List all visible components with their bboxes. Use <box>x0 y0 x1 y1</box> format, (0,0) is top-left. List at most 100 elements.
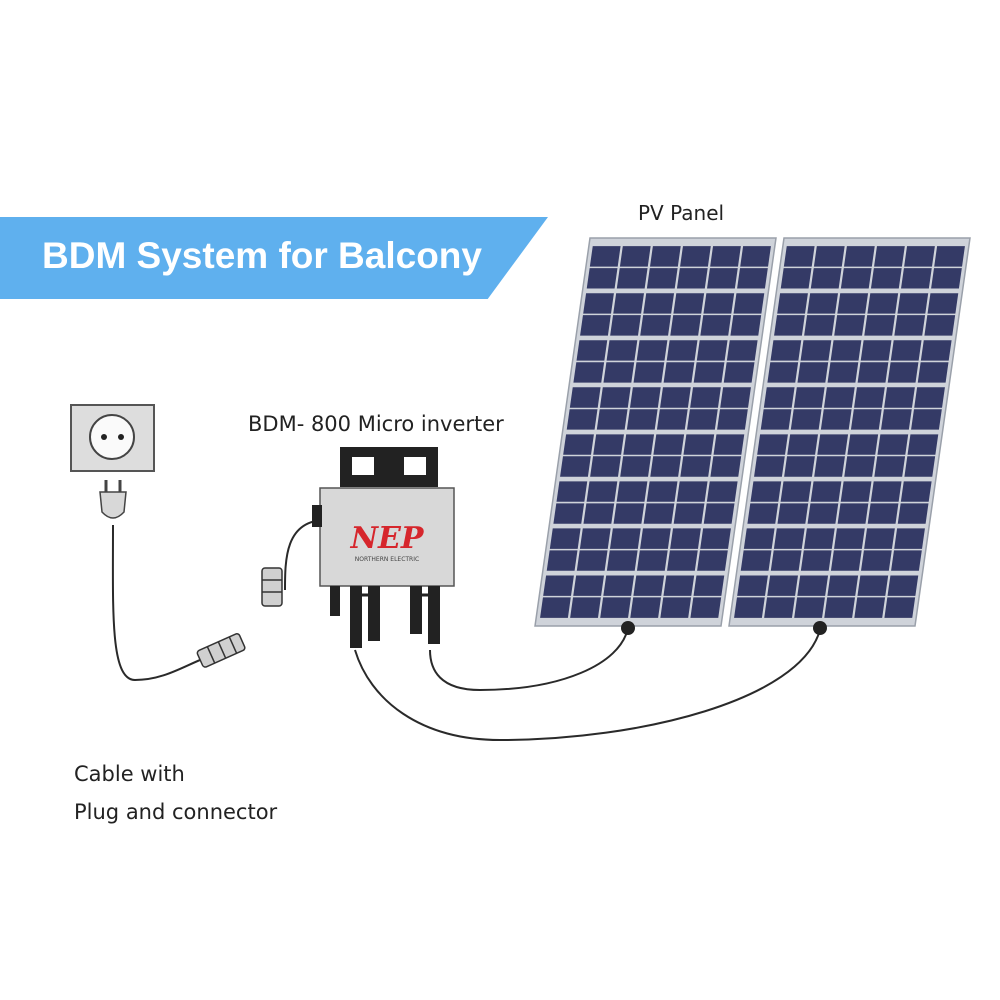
pv-cell <box>556 481 588 502</box>
pv-cell <box>636 340 668 361</box>
junction-box-right <box>813 621 827 635</box>
pv-cell <box>803 528 835 549</box>
pv-cell <box>877 434 909 455</box>
pv-cell <box>693 362 725 383</box>
pv-cell <box>917 362 949 383</box>
pv-cell <box>706 481 738 502</box>
junction-box-left <box>621 621 635 635</box>
pv-cell <box>784 456 815 477</box>
pv-cell <box>767 362 799 383</box>
pv-cell <box>891 550 922 571</box>
pv-cell <box>823 387 855 408</box>
pv-cell <box>656 409 688 430</box>
pv-cell <box>740 246 771 267</box>
pv-cell <box>540 597 571 618</box>
pv-cell <box>640 315 671 336</box>
pv-cell <box>563 434 594 455</box>
connector-icon <box>196 633 246 668</box>
pv-cell <box>589 246 621 267</box>
pv-cell <box>847 434 879 455</box>
panel-cable-right <box>354 629 821 742</box>
pv-cell <box>680 246 711 267</box>
pv-cell <box>690 597 722 618</box>
pv-cell <box>703 293 735 314</box>
pv-cell <box>636 550 668 571</box>
pv-cell <box>860 340 892 361</box>
pv-cell <box>603 575 635 596</box>
cable-label-line2: Plug and connector <box>74 800 278 824</box>
pv-cell <box>676 481 708 502</box>
panel-cable-left <box>429 627 629 692</box>
pv-cell <box>773 528 805 549</box>
pv-cell <box>750 481 782 502</box>
pv-cell <box>697 550 728 571</box>
pv-cell <box>633 362 665 383</box>
wall-socket-icon <box>70 404 155 472</box>
pv-cell <box>814 456 845 477</box>
pv-cell <box>754 456 785 477</box>
pv-cell <box>931 268 962 289</box>
pv-cell <box>830 340 862 361</box>
pv-cell <box>840 268 872 289</box>
pv-cell <box>743 528 775 549</box>
pv-cell <box>620 456 651 477</box>
pv-cell <box>570 597 601 618</box>
pv-cell <box>713 434 745 455</box>
pv-panel-left <box>534 237 777 627</box>
pv-cell <box>820 409 852 430</box>
pv-cell <box>774 315 805 336</box>
plug-icon <box>99 480 127 519</box>
pv-cell <box>646 268 678 289</box>
pv-cell <box>583 293 614 314</box>
pv-cell <box>900 481 932 502</box>
pv-cell <box>579 528 611 549</box>
pv-cell <box>867 503 899 524</box>
pv-cell <box>760 409 792 430</box>
pv-cell <box>887 575 919 596</box>
pv-cell <box>897 293 929 314</box>
pv-cell <box>643 503 675 524</box>
pv-cell <box>807 293 838 314</box>
dc-connectors <box>330 586 440 648</box>
pv-cell <box>586 268 618 289</box>
pv-cell <box>881 409 912 430</box>
pv-cell <box>646 481 678 502</box>
pv-cell <box>813 246 845 267</box>
pv-cell <box>934 246 965 267</box>
pv-cell <box>693 575 725 596</box>
pv-cell <box>720 387 751 408</box>
pv-cell <box>710 456 742 477</box>
pv-cell <box>864 528 895 549</box>
pv-cell <box>707 268 738 289</box>
pv-cell <box>583 503 615 524</box>
pv-cell <box>793 387 825 408</box>
pv-cell <box>573 362 605 383</box>
pv-cell <box>924 315 956 336</box>
pv-cell <box>670 528 701 549</box>
pv-cell <box>613 503 645 524</box>
pv-cell <box>573 575 604 596</box>
pv-cell <box>884 597 916 618</box>
pv-cell <box>783 246 815 267</box>
pv-cell <box>757 434 788 455</box>
pv-cell <box>673 503 705 524</box>
pv-cell <box>824 597 856 618</box>
pv-cell <box>867 293 899 314</box>
pv-cell <box>676 268 708 289</box>
pv-cell <box>874 456 906 477</box>
pv-cell <box>586 481 618 502</box>
pv-cell <box>663 362 695 383</box>
pv-cell <box>606 550 638 571</box>
title-banner <box>0 217 548 299</box>
pv-cell <box>904 456 936 477</box>
inverter-logo-mark: NEP <box>350 521 425 556</box>
pv-cell <box>787 434 818 455</box>
pv-cell <box>600 597 631 618</box>
pv-cell <box>864 315 896 336</box>
pv-cell <box>800 550 832 571</box>
pv-cell <box>623 434 655 455</box>
pv-cell <box>543 575 574 596</box>
pv-cell <box>844 456 876 477</box>
pv-cell <box>911 409 942 430</box>
